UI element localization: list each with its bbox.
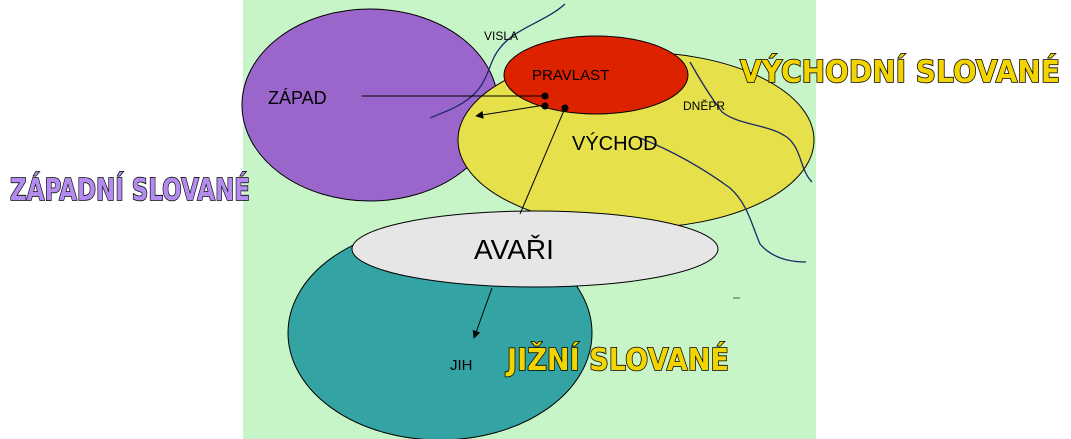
visla-label: VISLA (484, 29, 518, 43)
migration-arrow-south (472, 287, 493, 339)
origin-dot (541, 92, 549, 100)
origin-dot (541, 102, 549, 110)
pravlast-label: PRAVLAST (532, 67, 609, 84)
avari-region (351, 210, 719, 288)
dnepr-river (689, 61, 813, 183)
dnepr-label: DNĚPR (683, 98, 725, 113)
migration-arrow-west (475, 104, 546, 119)
zapadni-slovane-label: ZÁPADNÍ SLOVANÉ (10, 172, 250, 208)
zapad-label: ZÁPAD (268, 88, 327, 108)
jizni-slovane-label: JIŽNÍ SLOVANÉ (505, 342, 729, 378)
origin-dot (561, 104, 569, 112)
pravlast-region (503, 35, 689, 115)
jih-label: JIH (450, 357, 473, 374)
visla-river (429, 3, 566, 119)
migration-line-south (519, 107, 566, 215)
vychodni-slovane-label: VÝCHODNÍ SLOVANÉ (740, 53, 1060, 90)
avari-label: AVAŘI (474, 234, 554, 265)
dnepr-tributary (639, 137, 807, 263)
vychod-label: VÝCHOD (572, 132, 658, 155)
